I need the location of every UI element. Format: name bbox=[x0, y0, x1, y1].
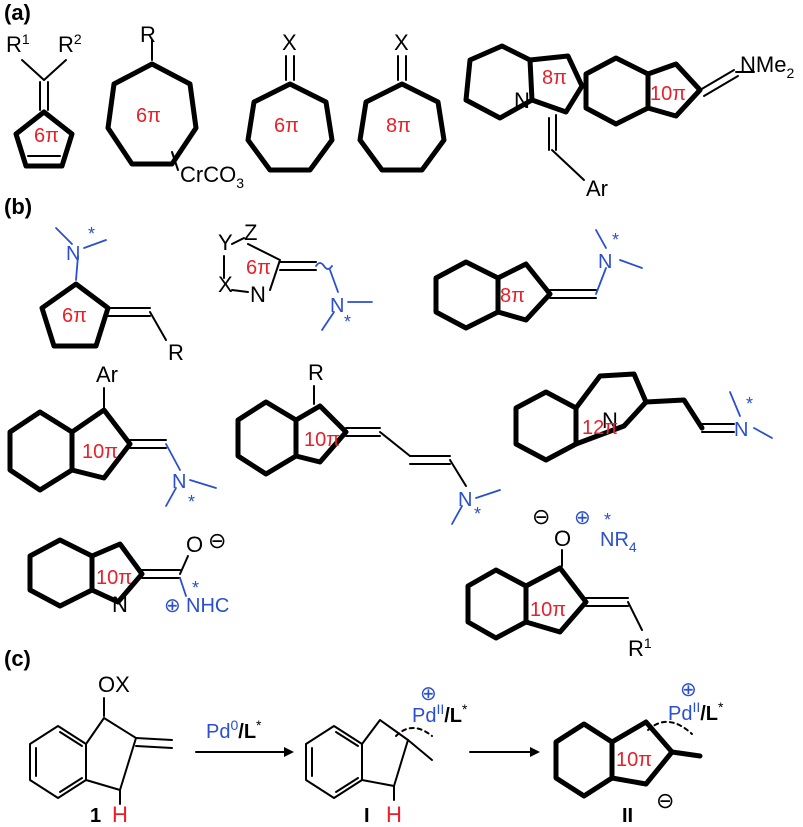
pi-label: 6π bbox=[62, 305, 87, 327]
extended-benzofulvene-structure: R N * 10π bbox=[235, 360, 501, 525]
x-label: X bbox=[282, 30, 297, 55]
section-c-label: (c) bbox=[4, 646, 31, 671]
compound-ii-label: II bbox=[622, 805, 633, 827]
pi-label: 10π bbox=[616, 749, 652, 771]
pi-label: 10π bbox=[96, 567, 132, 589]
chiral-star: * bbox=[88, 224, 95, 244]
chiral-star: * bbox=[344, 312, 351, 332]
ar-label: Ar bbox=[96, 362, 118, 387]
pi-label: 10π bbox=[650, 83, 686, 105]
chiral-star: * bbox=[192, 578, 199, 598]
pi-label: 10π bbox=[304, 429, 340, 451]
minus-charge: ⊖ bbox=[208, 528, 226, 553]
n-label: N bbox=[112, 592, 128, 617]
r-label: R bbox=[168, 340, 184, 365]
minus-charge: ⊖ bbox=[532, 504, 550, 529]
n-label: N bbox=[514, 88, 530, 113]
heptafulvene-6pi-structure: X 6π bbox=[245, 30, 335, 173]
pi-label: 12π bbox=[582, 417, 618, 439]
compound-1-label: 1 bbox=[90, 805, 101, 827]
pi-label: 8π bbox=[542, 67, 567, 89]
chiral-star: * bbox=[188, 492, 195, 512]
pi-label: 8π bbox=[386, 115, 411, 137]
pd-complex-label: PdII/L* bbox=[668, 699, 724, 725]
benzofulvene-8pi-structure: N * 8π bbox=[433, 229, 643, 331]
pi-label: 6π bbox=[136, 105, 161, 127]
heptafulvene-8pi-structure: X 8π bbox=[357, 30, 447, 173]
h-label: H bbox=[386, 802, 402, 827]
x-label: X bbox=[394, 30, 409, 55]
nr4-label: NR4 bbox=[600, 529, 637, 555]
indole-nhc-structure: N O ⊖ ⊕ NHC * 10π bbox=[27, 528, 229, 617]
benzopyrrolizine-structure: N N * 12π bbox=[513, 371, 773, 463]
aryl-benzofulvene-structure: Ar N * 10π bbox=[7, 362, 217, 512]
y-label: Y bbox=[218, 230, 233, 255]
n-label: N bbox=[602, 408, 618, 433]
pi-label: 6π bbox=[246, 257, 271, 279]
pi-label: 8π bbox=[500, 285, 525, 307]
chiral-star: * bbox=[604, 510, 611, 530]
z-label: Z bbox=[244, 220, 257, 245]
pi-label: 6π bbox=[34, 125, 59, 147]
chiral-star: * bbox=[612, 230, 619, 250]
chromium-tricarbonyl-label: CrCO3 bbox=[180, 162, 244, 191]
plus-charge: ⊕ bbox=[680, 679, 697, 701]
reaction-arrow-1: Pd0/L* bbox=[195, 717, 294, 757]
r-label: R bbox=[308, 360, 324, 385]
cycloheptatriene-chromium-structure: R 6π CrCO3 bbox=[105, 22, 244, 191]
n-label: N bbox=[250, 282, 266, 307]
intermediate-i-structure: ⊕ PdII/L* H I bbox=[305, 683, 468, 827]
r-label: R bbox=[140, 22, 156, 47]
o-label: O bbox=[554, 526, 571, 551]
r1-label: R1 bbox=[6, 31, 30, 57]
pd-complex-label: PdII/L* bbox=[412, 701, 468, 727]
nhc-label: NHC bbox=[186, 595, 229, 617]
compound-i-label: I bbox=[364, 805, 370, 827]
x-label: X bbox=[218, 272, 233, 297]
r2-label: R2 bbox=[58, 31, 82, 57]
aminofulvene-structure: N * R 6π bbox=[39, 224, 184, 365]
compound-1-structure: OX H 1 bbox=[29, 672, 173, 827]
pi-label: 6π bbox=[274, 115, 299, 137]
azole-enamine-structure: Y Z X N N * 6π bbox=[218, 220, 373, 332]
fulvene-structure: R1 R2 6π bbox=[6, 31, 82, 169]
section-a-label: (a) bbox=[4, 0, 31, 25]
plus-charge: ⊕ bbox=[164, 595, 181, 617]
product-ii-structure: ⊕ PdII/L* 10π ⊖ II bbox=[553, 679, 724, 827]
r1-label: R1 bbox=[628, 635, 652, 661]
plus-charge: ⊕ bbox=[574, 507, 591, 529]
enolate-benzofulvene-structure: ⊖ O ⊕ NR4 * R1 10π bbox=[465, 504, 652, 661]
n-label: N bbox=[734, 419, 748, 441]
reagent-label: Pd0/L* bbox=[206, 717, 262, 743]
section-b-label: (b) bbox=[4, 194, 32, 219]
reaction-arrow-2 bbox=[469, 747, 540, 757]
pyrrolizine-structure: N 8π Ar bbox=[463, 43, 608, 201]
minus-charge: ⊖ bbox=[656, 788, 674, 813]
n-label: N bbox=[598, 251, 612, 273]
ox-label: OX bbox=[98, 672, 130, 697]
benzofulvene-nme2-structure: 10π NMe2 bbox=[583, 52, 794, 127]
plus-charge: ⊕ bbox=[420, 683, 437, 705]
ar-label: Ar bbox=[586, 176, 608, 201]
chiral-star: * bbox=[746, 394, 753, 414]
n-label: N bbox=[66, 243, 80, 265]
chiral-star: * bbox=[474, 504, 481, 524]
pi-label: 10π bbox=[530, 599, 566, 621]
pi-label: 10π bbox=[82, 441, 118, 463]
nme2-label: NMe2 bbox=[740, 52, 794, 81]
h-label: H bbox=[112, 802, 128, 827]
o-label: O bbox=[186, 532, 203, 557]
